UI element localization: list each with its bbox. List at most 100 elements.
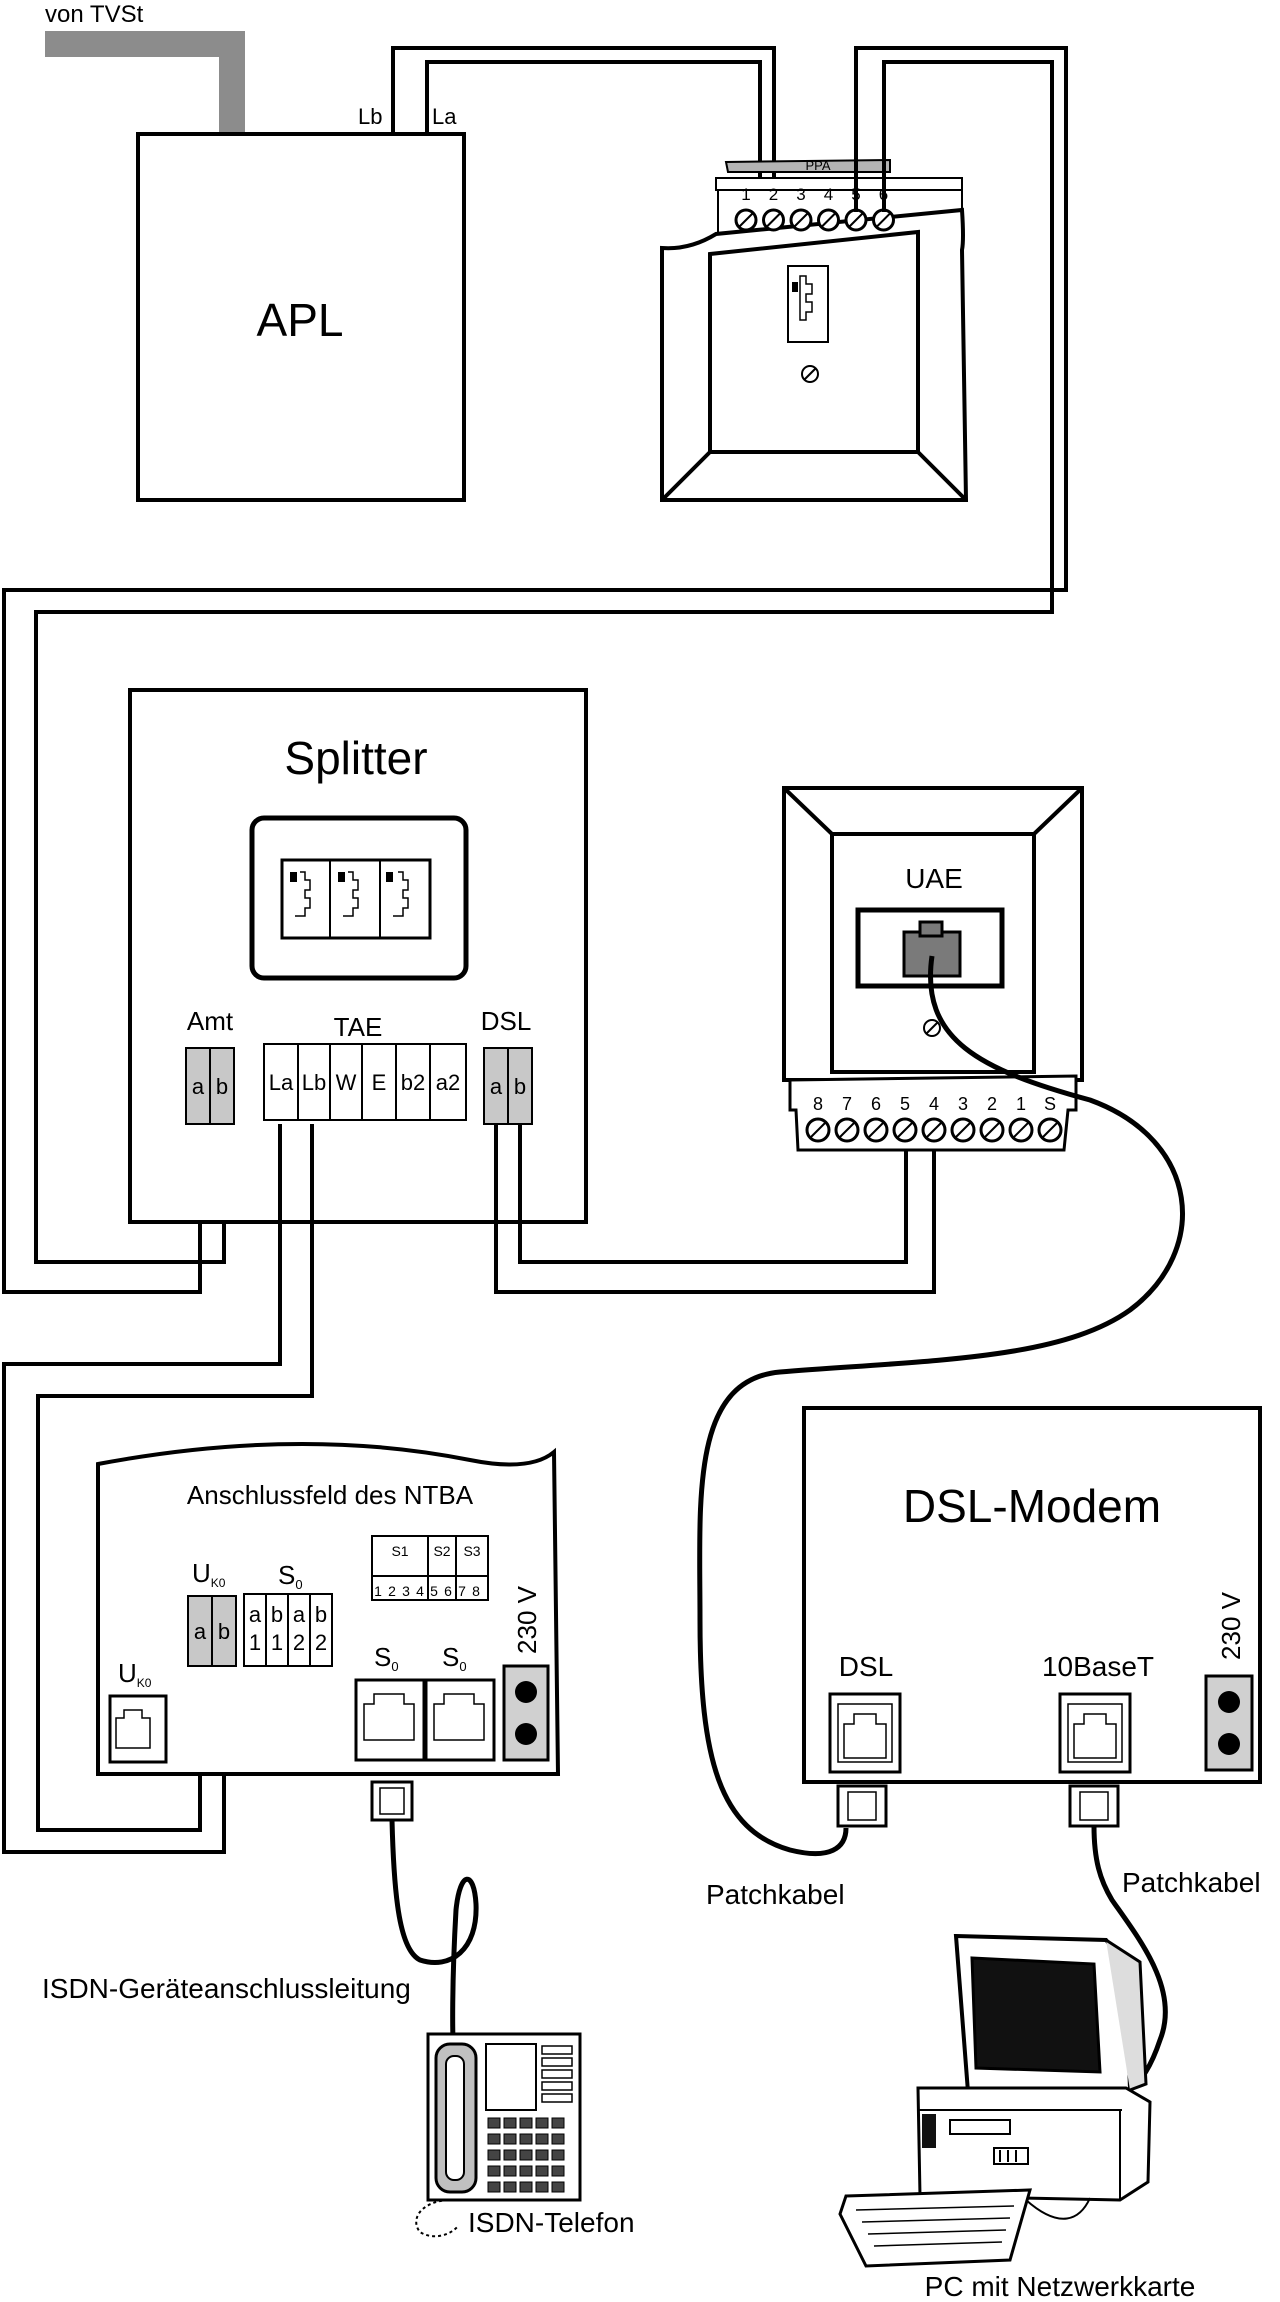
apl-box — [136, 132, 466, 502]
ppa-socket — [660, 158, 969, 502]
dip-number-2: 3 — [402, 1583, 410, 1599]
ppa-terminal-number-1: 2 — [769, 185, 778, 204]
uk0-terminal-1 — [211, 1595, 237, 1667]
ppa-terminal-number-3: 4 — [824, 185, 833, 204]
patch-cable-modem-pc — [1091, 1825, 1168, 2086]
amt-terminal-label-0: a — [192, 1074, 205, 1099]
isdn-device-cable — [389, 1819, 479, 2053]
tae-terminal-label-5: a2 — [436, 1070, 460, 1095]
tae-terminal-label-2: W — [336, 1070, 357, 1095]
ntba-title: Anschlussfeld des NTBA — [187, 1480, 474, 1510]
s0-terminal-top-2: a — [293, 1602, 306, 1627]
s0-terminal-top-1: b — [271, 1602, 283, 1627]
source-label: von TVSt — [45, 1, 144, 28]
uae-label: UAE — [905, 863, 963, 894]
splitter-amt-label: Amt — [187, 1006, 234, 1036]
modem-lan-port-label: 10BaseT — [1042, 1651, 1154, 1682]
uae-terminal-number-4: 4 — [929, 1094, 939, 1114]
modem-dsl-port-label: DSL — [839, 1651, 893, 1682]
dsl-modem — [802, 1406, 1262, 1828]
ntba-s0-label-socket1: S0 — [374, 1642, 399, 1674]
dip-number-4: 5 — [430, 1583, 438, 1599]
dsl-terminal-label-1: b — [514, 1074, 526, 1099]
dip-number-1: 2 — [388, 1583, 396, 1599]
uae-terminal-number-3: 5 — [900, 1094, 910, 1114]
dsl-terminal-0 — [483, 1047, 509, 1125]
tae-ntba-wires — [2, 1124, 314, 1854]
s0-terminal-bottom-3: 2 — [315, 1630, 327, 1655]
uae-terminal-number-5: 3 — [958, 1094, 968, 1114]
s0-terminal-top-3: b — [315, 1602, 327, 1627]
dip-number-0: 1 — [374, 1583, 382, 1599]
s0-terminal-bottom-0: 1 — [249, 1630, 261, 1655]
isdn-cable-label: ISDN-Geräteanschlussleitung — [42, 1973, 411, 2004]
s0-terminal-bottom-1: 1 — [271, 1630, 283, 1655]
isdn-telephone — [415, 2032, 582, 2238]
tae-terminal-3 — [361, 1043, 397, 1121]
dip-group-2: S3 — [463, 1543, 480, 1559]
splitter-tae-label: TAE — [334, 1012, 383, 1042]
ntba-uk0-label-right: UK0 — [192, 1558, 226, 1590]
patch-cable-right-label: Patchkabel — [1122, 1867, 1261, 1898]
pc-computer — [838, 1933, 1152, 2268]
uae-terminal-number-2: 6 — [871, 1094, 881, 1114]
dip-number-7: 8 — [472, 1583, 480, 1599]
uk0-terminal-label-1: b — [218, 1619, 230, 1644]
uk0-terminal-0 — [187, 1595, 213, 1667]
dsl-uae-wires — [494, 1124, 936, 1294]
s0-terminal-3 — [309, 1593, 333, 1667]
patch-cable-left-label: Patchkabel — [706, 1879, 845, 1910]
dip-number-5: 6 — [444, 1583, 452, 1599]
ppa-terminal-number-0: 1 — [741, 185, 750, 204]
modem-power-label: 230 V — [1216, 1591, 1246, 1660]
apl-ppa-wires — [391, 46, 776, 212]
exchange-cable — [45, 31, 245, 132]
dsl-terminal-label-0: a — [490, 1074, 503, 1099]
apl-lb-label: Lb — [358, 104, 382, 129]
tae-terminal-5 — [429, 1043, 467, 1121]
uae-terminal-number-1: 7 — [842, 1094, 852, 1114]
patch-cable-uae-modem — [697, 955, 1185, 1856]
uae-terminal-number-0: 8 — [813, 1094, 823, 1114]
tae-terminal-label-3: E — [372, 1070, 387, 1095]
ppa-terminal-number-2: 3 — [796, 185, 805, 204]
splitter-title: Splitter — [284, 732, 427, 784]
tae-terminal-label-1: Lb — [302, 1070, 326, 1095]
ntba-uk0-label-left: UK0 — [118, 1658, 152, 1690]
ntba-s0-label-top: S0 — [278, 1560, 303, 1592]
splitter-dsl-label: DSL — [481, 1006, 532, 1036]
amt-terminal-1 — [209, 1047, 235, 1125]
apl-label: APL — [257, 294, 344, 346]
dip-group-1: S2 — [433, 1543, 450, 1559]
isdn-phone-label: ISDN-Telefon — [468, 2207, 635, 2238]
tae-terminal-label-0: La — [269, 1070, 294, 1095]
dip-number-3: 4 — [416, 1583, 424, 1599]
s0-terminal-top-0: a — [249, 1602, 262, 1627]
tae-terminal-label-4: b2 — [401, 1070, 425, 1095]
uae-terminal-number-7: 1 — [1016, 1094, 1026, 1114]
tae-terminal-0 — [263, 1043, 299, 1121]
uae-terminal-number-6: 2 — [987, 1094, 997, 1114]
ppa-amt-wires — [2, 46, 1068, 1294]
dsl-terminal-1 — [507, 1047, 533, 1125]
s0-terminal-bottom-2: 2 — [293, 1630, 305, 1655]
uk0-terminal-label-0: a — [194, 1619, 207, 1644]
ntba-s0-label-socket2: S0 — [442, 1642, 467, 1674]
tae-terminal-4 — [395, 1043, 431, 1121]
dip-number-6: 7 — [458, 1583, 466, 1599]
tae-terminal-2 — [329, 1043, 363, 1121]
uae-terminal-number-8: S — [1044, 1094, 1056, 1114]
uae-socket — [782, 786, 1084, 1152]
ntba-power-label: 230 V — [512, 1585, 542, 1654]
splitter-box — [128, 688, 588, 1224]
amt-terminal-label-1: b — [216, 1074, 228, 1099]
modem-title: DSL-Modem — [903, 1480, 1161, 1532]
